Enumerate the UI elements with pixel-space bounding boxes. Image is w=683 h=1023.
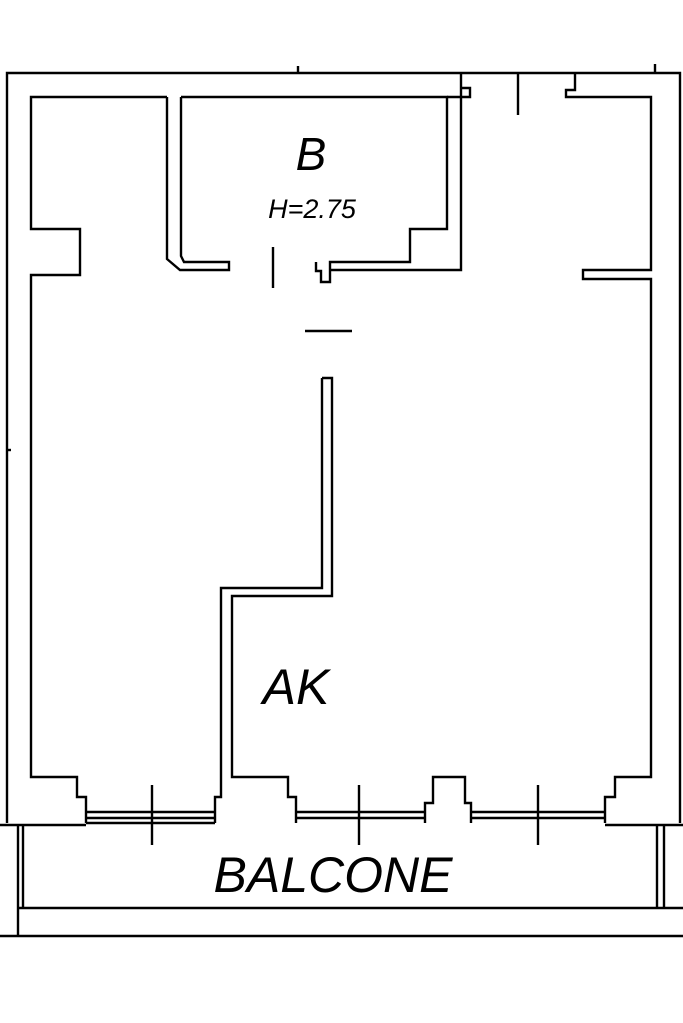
main-room-label: AK	[260, 659, 332, 715]
bathroom-label: B	[296, 128, 327, 180]
window-ticks	[150, 785, 540, 845]
balcony-outline	[0, 823, 683, 938]
center-pillar	[423, 775, 473, 823]
left-inner-wall	[29, 95, 167, 823]
bathroom-height-label: H=2.75	[268, 194, 357, 224]
outer-wall-outline	[5, 66, 682, 823]
right-inner-wall	[564, 73, 653, 823]
window-left	[86, 810, 215, 825]
balcony-label: BALCONE	[214, 847, 454, 903]
bathroom-right-wall	[330, 73, 472, 272]
bathroom-top-wall	[181, 95, 449, 284]
bathroom-left-wall	[165, 97, 231, 272]
partition-wall	[213, 376, 334, 823]
window-center	[296, 810, 425, 820]
